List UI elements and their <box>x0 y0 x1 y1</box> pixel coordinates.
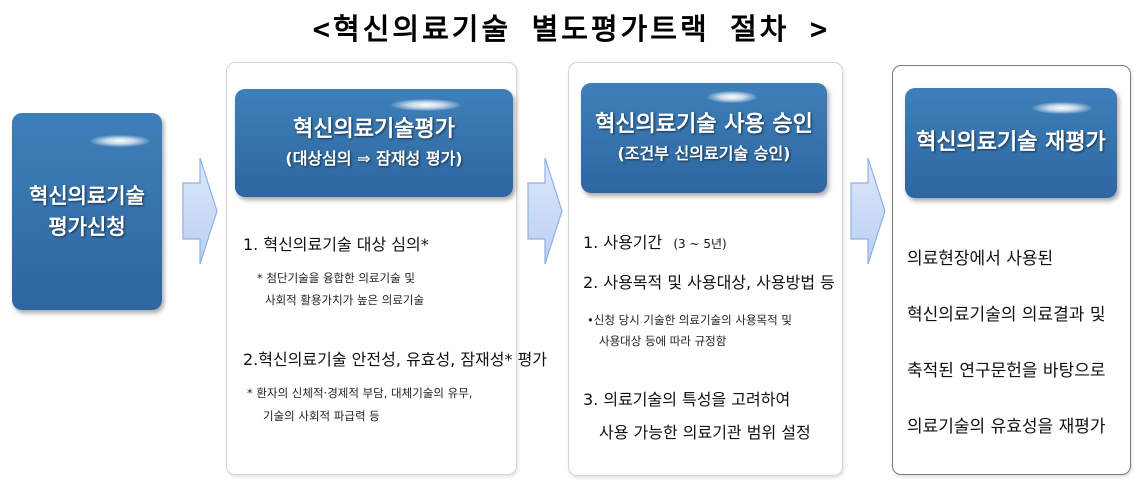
approval-item-1-period: (3 ~ 5년) <box>673 237 727 251</box>
panel-approval-header: 혁신의료기술 사용 승인 (조건부 신의료기술 승인) <box>581 83 827 193</box>
glare-highlight <box>90 135 150 147</box>
reeval-line-3: 축적된 연구문헌을 바탕으로 <box>907 361 1106 381</box>
step-apply-line1: 혁신의료기술 <box>29 183 145 208</box>
header-subtitle: (대상심의 ⇒ 잠재성 평가) <box>285 149 463 168</box>
header-title: 혁신의료기술 재평가 <box>916 130 1106 155</box>
step-apply-line2: 평가신청 <box>48 214 126 239</box>
eval-item-2: 2.혁신의료기술 안전성, 유효성, 잠재성* 평가 <box>243 350 548 369</box>
arrow-right-icon <box>850 157 886 265</box>
eval-item-1: 1. 혁신의료기술 대상 심의* <box>243 235 429 254</box>
step-apply-box: 혁신의료기술 평가신청 <box>12 113 162 310</box>
diagram-title: <혁신의료기술 별도평가트랙 절차 > <box>312 12 831 46</box>
arrow-right-icon <box>527 157 563 265</box>
header-subtitle: (조건부 신의료기술 승인) <box>617 144 791 163</box>
approval-item-3: 3. 의료기술의 특성을 고려하여 <box>583 390 791 409</box>
panel-evaluation: 혁신의료기술평가 (대상심의 ⇒ 잠재성 평가) 1. 혁신의료기술 대상 심의… <box>226 62 547 475</box>
eval-item-1-note-2: 사회적 활용가치가 높은 의료기술 <box>265 293 425 307</box>
reeval-line-2: 혁신의료기술의 의료결과 및 <box>907 305 1106 325</box>
approval-item-2-note-1: •신청 당시 기술한 의료기술의 사용목적 및 <box>587 313 792 327</box>
reeval-line-1: 의료현장에서 사용된 <box>907 249 1054 269</box>
approval-item-1-label: 1. 사용기간 <box>583 233 663 252</box>
approval-item-3-line2: 사용 가능한 의료기관 범위 설정 <box>599 423 811 442</box>
eval-item-1-note-1: * 첨단기술을 융합한 의료기술 및 <box>257 271 415 285</box>
eval-item-2-note-1: * 환자의 신체적·경제적 부담, 대체기술의 유무, <box>247 386 473 400</box>
panel-reevaluation: 혁신의료기술 재평가 의료현장에서 사용된 혁신의료기술의 의료결과 및 축적된… <box>892 65 1131 475</box>
arrow-right-icon <box>182 157 218 265</box>
approval-item-1: 1. 사용기간 (3 ~ 5년) <box>583 229 727 253</box>
glare-highlight <box>391 99 461 111</box>
eval-item-2-note-2: 기술의 사회적 파급력 등 <box>263 409 380 423</box>
approval-item-2-note-2: 사용대상 등에 따라 규정함 <box>599 334 727 348</box>
header-title: 혁신의료기술 사용 승인 <box>595 112 813 137</box>
panel-evaluation-header: 혁신의료기술평가 (대상심의 ⇒ 잠재성 평가) <box>235 89 513 197</box>
reeval-line-4: 의료기술의 유효성을 재평가 <box>907 417 1106 437</box>
header-title: 혁신의료기술평가 <box>293 117 455 142</box>
glare-highlight <box>1032 102 1092 114</box>
approval-item-2: 2. 사용목적 및 사용대상, 사용방법 등 <box>583 273 835 292</box>
panel-approval: 혁신의료기술 사용 승인 (조건부 신의료기술 승인) 1. 사용기간 (3 ~… <box>568 62 843 476</box>
panel-reevaluation-header: 혁신의료기술 재평가 <box>905 88 1117 198</box>
glare-highlight <box>707 91 757 103</box>
